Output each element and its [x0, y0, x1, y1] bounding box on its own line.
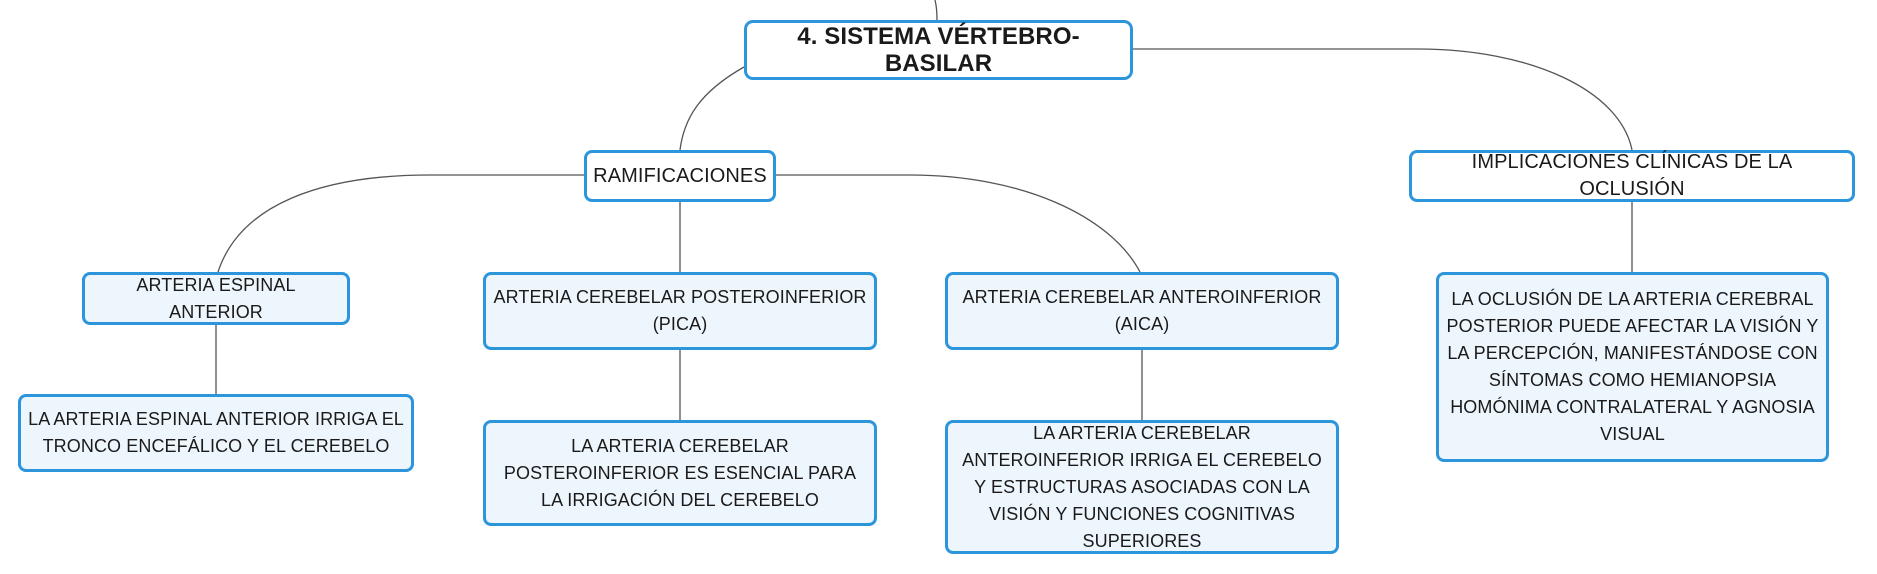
pica-detail-node[interactable]: LA ARTERIA CEREBELAR POSTEROINFERIOR ES … — [483, 420, 877, 526]
espinal-detail-node[interactable]: LA ARTERIA ESPINAL ANTERIOR IRRIGA EL TR… — [18, 394, 414, 472]
connector-root-to-implicaciones — [1133, 48, 1633, 151]
connector-ramificaciones-to-espinal — [217, 174, 584, 273]
ramificaciones-node-label: RAMIFICACIONES — [593, 164, 767, 187]
pica-node[interactable]: ARTERIA CEREBELAR POSTEROINFERIOR (PICA) — [483, 272, 877, 350]
implicaciones-node-label: IMPLICACIONES CLÍNICAS DE LA OCLUSIÓN — [1471, 151, 1793, 200]
aica-detail-node-label: LA ARTERIA CEREBELAR ANTEROINFERIOR IRRI… — [962, 422, 1322, 551]
root-node-label: 4. SISTEMA VÉRTEBRO-BASILAR — [797, 23, 1080, 77]
pica-detail-node-label: LA ARTERIA CEREBELAR POSTEROINFERIOR ES … — [503, 435, 857, 510]
ramificaciones-node[interactable]: RAMIFICACIONES — [584, 150, 776, 202]
pica-node-label: ARTERIA CEREBELAR POSTEROINFERIOR (PICA) — [493, 287, 867, 334]
aica-node-label: ARTERIA CEREBELAR ANTEROINFERIOR (AICA) — [962, 287, 1322, 334]
implicaciones-node[interactable]: IMPLICACIONES CLÍNICAS DE LA OCLUSIÓN — [1409, 150, 1855, 202]
root-node[interactable]: 4. SISTEMA VÉRTEBRO-BASILAR — [744, 20, 1133, 80]
oclusion-detail-node[interactable]: LA OCLUSIÓN DE LA ARTERIA CEREBRAL POSTE… — [1436, 272, 1829, 462]
connector-parent-to-root — [934, 0, 938, 21]
aica-detail-node[interactable]: LA ARTERIA CEREBELAR ANTEROINFERIOR IRRI… — [945, 420, 1339, 554]
connector-ramificaciones-to-aica — [776, 174, 1141, 273]
oclusion-detail-node-label: LA OCLUSIÓN DE LA ARTERIA CEREBRAL POSTE… — [1446, 289, 1819, 444]
aica-node[interactable]: ARTERIA CEREBELAR ANTEROINFERIOR (AICA) — [945, 272, 1339, 350]
espinal-detail-node-label: LA ARTERIA ESPINAL ANTERIOR IRRIGA EL TR… — [28, 409, 404, 456]
espinal-anterior-node-label: ARTERIA ESPINAL ANTERIOR — [136, 274, 296, 322]
connector-root-to-ramificaciones — [679, 66, 745, 151]
espinal-anterior-node[interactable]: ARTERIA ESPINAL ANTERIOR — [82, 272, 350, 325]
